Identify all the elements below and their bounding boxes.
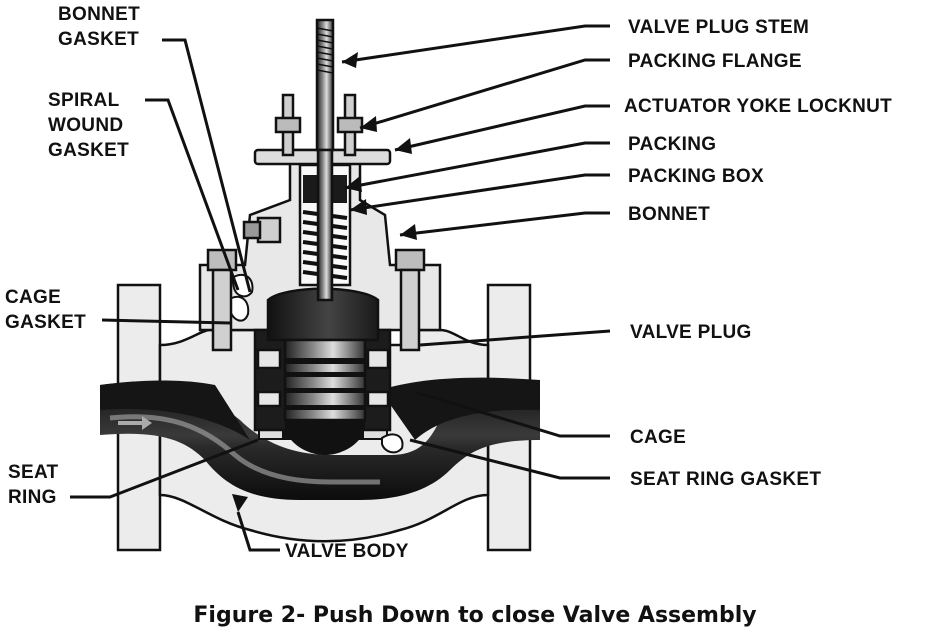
label-packing-flange: PACKING FLANGE bbox=[628, 51, 802, 72]
leader-spiral-wound-gasket bbox=[145, 98, 240, 291]
leader-packing-box bbox=[349, 173, 610, 212]
label-seat-ring-gasket: SEAT RING GASKET bbox=[630, 469, 821, 490]
label-valve-body: VALVE BODY bbox=[285, 541, 409, 562]
leader-valve-plug-stem bbox=[341, 24, 610, 64]
plug-bottom bbox=[284, 420, 366, 455]
cage-and-plug bbox=[226, 273, 404, 455]
label-spiral-line2: WOUND bbox=[48, 115, 123, 136]
label-packing: PACKING bbox=[628, 134, 716, 155]
label-bonnet-gasket-line1: BONNET bbox=[58, 4, 140, 25]
label-actuator-yoke-locknut: ACTUATOR YOKE LOCKNUT bbox=[624, 96, 892, 117]
leader-seat-ring bbox=[70, 438, 259, 499]
leader-bonnet-gasket bbox=[162, 38, 252, 293]
left-body-bolt bbox=[206, 248, 238, 272]
label-seat-ring-line2: RING bbox=[8, 487, 57, 508]
figure-caption: Figure 2- Push Down to close Valve Assem… bbox=[193, 603, 757, 628]
label-valve-plug-stem: VALVE PLUG STEM bbox=[628, 17, 809, 38]
plug-dome bbox=[266, 287, 380, 342]
label-packing-box: PACKING BOX bbox=[628, 166, 764, 187]
left-labels: BONNET GASKET SPIRAL WOUND GASKET CAGE G… bbox=[5, 4, 409, 562]
leader-valve-plug bbox=[419, 329, 611, 347]
right-body-bolt bbox=[394, 248, 426, 272]
label-bonnet-gasket-line2: GASKET bbox=[58, 29, 139, 50]
flow-arrow-icon bbox=[118, 416, 152, 430]
passage-highlight bbox=[109, 414, 380, 485]
label-spiral-line1: SPIRAL bbox=[48, 90, 120, 111]
upper-inlet bbox=[100, 380, 250, 440]
bonnet-side-plug bbox=[242, 216, 282, 244]
seat-ring-gasket bbox=[381, 433, 404, 454]
valve-plug-stem bbox=[315, 18, 335, 302]
leader-cage-gasket bbox=[101, 318, 231, 325]
leader-bonnet bbox=[399, 211, 610, 237]
label-cage-gasket-line2: GASKET bbox=[5, 312, 86, 333]
label-spiral-line3: GASKET bbox=[48, 140, 129, 161]
leader-seat-ring-gasket bbox=[409, 438, 610, 480]
label-bonnet: BONNET bbox=[628, 204, 710, 225]
leader-lines bbox=[70, 24, 611, 552]
leader-cage bbox=[414, 390, 610, 438]
label-cage-gasket-line1: CAGE bbox=[5, 287, 61, 308]
leader-packing bbox=[344, 141, 610, 190]
leader-packing-flange bbox=[359, 58, 610, 130]
label-valve-plug: VALVE PLUG bbox=[630, 322, 752, 343]
right-labels: VALVE PLUG STEM PACKING FLANGE ACTUATOR … bbox=[624, 17, 892, 490]
label-cage: CAGE bbox=[630, 427, 686, 448]
body-bolts bbox=[206, 248, 426, 352]
label-seat-ring-line1: SEAT bbox=[8, 462, 59, 483]
leader-actuator-yoke-locknut bbox=[394, 104, 610, 152]
leader-valve-body bbox=[236, 511, 280, 552]
packing-flange-studs bbox=[274, 93, 364, 157]
